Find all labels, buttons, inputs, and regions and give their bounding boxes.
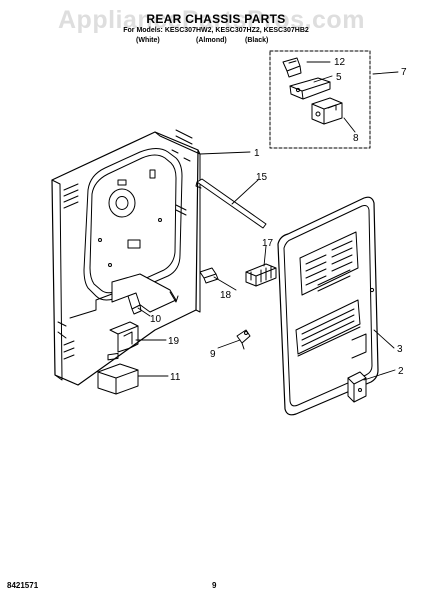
callout-9: 9	[210, 349, 216, 360]
part-10-clip	[127, 292, 142, 315]
callout-5: 5	[336, 72, 342, 83]
color-code-white: (White)	[136, 37, 160, 44]
part-19-bracket	[109, 321, 139, 353]
watermark: AppliancePartsPros.com	[58, 6, 365, 34]
callout-12: 12	[334, 57, 346, 68]
part-17-terminal-block	[245, 263, 277, 287]
callout-7: 7	[401, 67, 407, 78]
part-3-access-panel	[277, 196, 379, 416]
leader-lines	[135, 61, 399, 381]
callout-1: 1	[254, 148, 260, 159]
color-code-black: (Black)	[245, 37, 269, 44]
part-12-clip	[282, 57, 302, 78]
callout-18: 18	[220, 290, 232, 301]
color-code-almond: (Almond)	[196, 37, 227, 44]
callout-8: 8	[353, 133, 359, 144]
callout-19: 19	[168, 336, 180, 347]
callout-15: 15	[256, 172, 268, 183]
model-list: For Models: KESC307HW2, KESC307HZ2, KESC…	[123, 27, 309, 34]
part-15-rod	[195, 178, 267, 229]
part-18-clip	[199, 267, 219, 284]
callout-2: 2	[398, 366, 404, 377]
part-11-block	[97, 352, 139, 395]
part-8-block	[311, 97, 343, 125]
callout-labels: 12 5 7 8 1 15 17 18 3 2 9 10 19 11	[150, 57, 407, 383]
callout-10: 10	[150, 314, 162, 325]
part-group-box	[269, 50, 371, 149]
part-9-screw	[236, 329, 251, 350]
callout-17: 17	[262, 238, 274, 249]
diagram-title: REAR CHASSIS PARTS	[146, 12, 286, 26]
part-2-latch	[347, 371, 367, 403]
part-1-rear-panel	[51, 129, 201, 386]
document-number: 8421571	[7, 581, 39, 590]
callout-11: 11	[170, 372, 181, 383]
page-number: 9	[212, 581, 217, 590]
callout-3: 3	[397, 344, 403, 355]
part-5-bracket	[289, 77, 331, 100]
